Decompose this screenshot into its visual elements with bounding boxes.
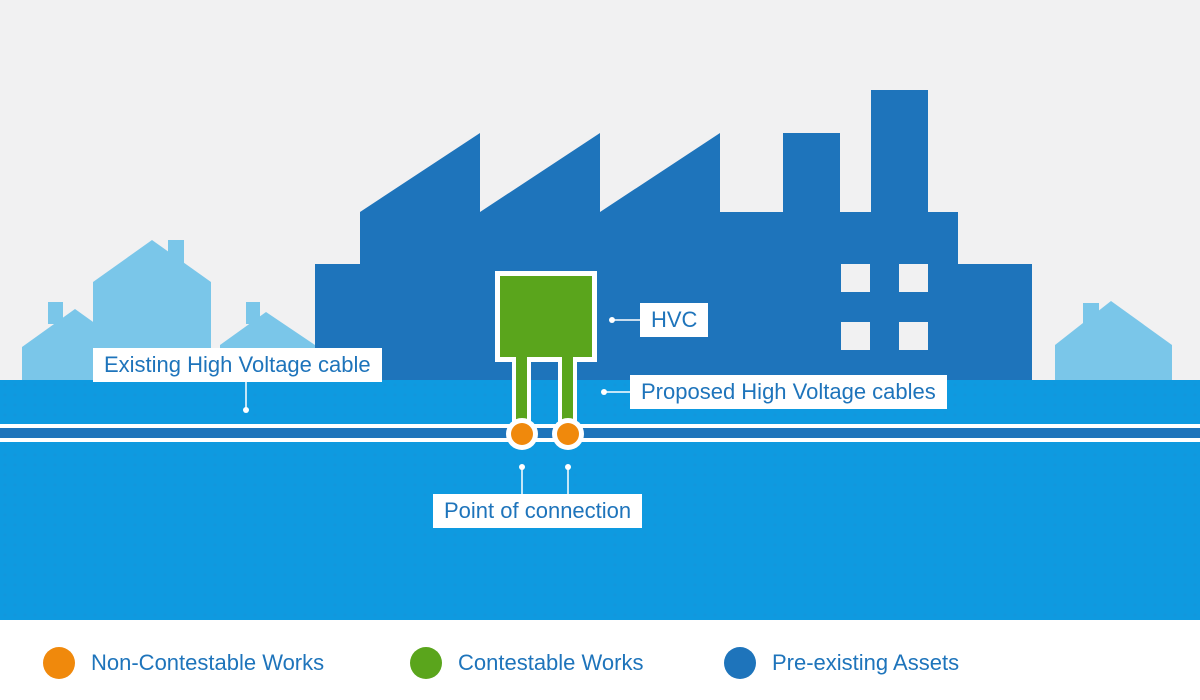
orange-dot-icon: [43, 647, 75, 679]
house-right-body: [1055, 301, 1172, 380]
cable-outline-bottom: [0, 438, 1200, 442]
house-right: [1055, 301, 1172, 380]
leader-lines: [243, 317, 640, 494]
factory-building: [315, 90, 1032, 380]
proposed-high-voltage-cable: [516, 357, 527, 425]
legend-label: Pre-existing Assets: [772, 650, 960, 675]
legend-label: Contestable Works: [458, 650, 644, 675]
cable-outline-top: [0, 424, 1200, 428]
connection-point: [557, 423, 579, 445]
blue-dot-icon: [724, 647, 756, 679]
hvc-box: [500, 276, 592, 357]
chimney-icon: [168, 240, 184, 266]
leader-dot: [565, 464, 571, 470]
hvc-label: HVC: [640, 303, 709, 337]
proposed-cables-label: Proposed High Voltage cables: [630, 375, 947, 409]
proposed-high-voltage-cable: [562, 357, 573, 425]
leader-dot: [609, 317, 615, 323]
point-of-connection-label: Point of connection: [433, 494, 643, 528]
legend-label: Non-Contestable Works: [91, 650, 325, 675]
factory: [315, 90, 1032, 380]
factory-window: [899, 322, 928, 350]
existing-cable-label: Existing High Voltage cable: [93, 348, 382, 382]
chimney-icon: [1083, 303, 1099, 327]
factory-window: [841, 264, 870, 292]
factory-windows: [841, 264, 928, 350]
factory-window: [841, 322, 870, 350]
legend-item-non-contestable: Non-Contestable Works: [43, 647, 324, 679]
chimney-icon: [246, 302, 260, 324]
factory-window: [899, 264, 928, 292]
green-dot-icon: [410, 647, 442, 679]
legend-item-pre-existing: Pre-existing Assets: [724, 647, 959, 679]
chimney-icon: [48, 302, 63, 324]
legend-item-contestable: Contestable Works: [410, 647, 643, 679]
scene-illustration: [0, 0, 1200, 620]
connection-point: [511, 423, 533, 445]
leader-dot: [243, 407, 249, 413]
leader-dot: [601, 389, 607, 395]
legend: Non-Contestable Works Contestable Works …: [0, 620, 1200, 700]
existing-high-voltage-cable: [0, 428, 1200, 438]
leader-dot: [519, 464, 525, 470]
